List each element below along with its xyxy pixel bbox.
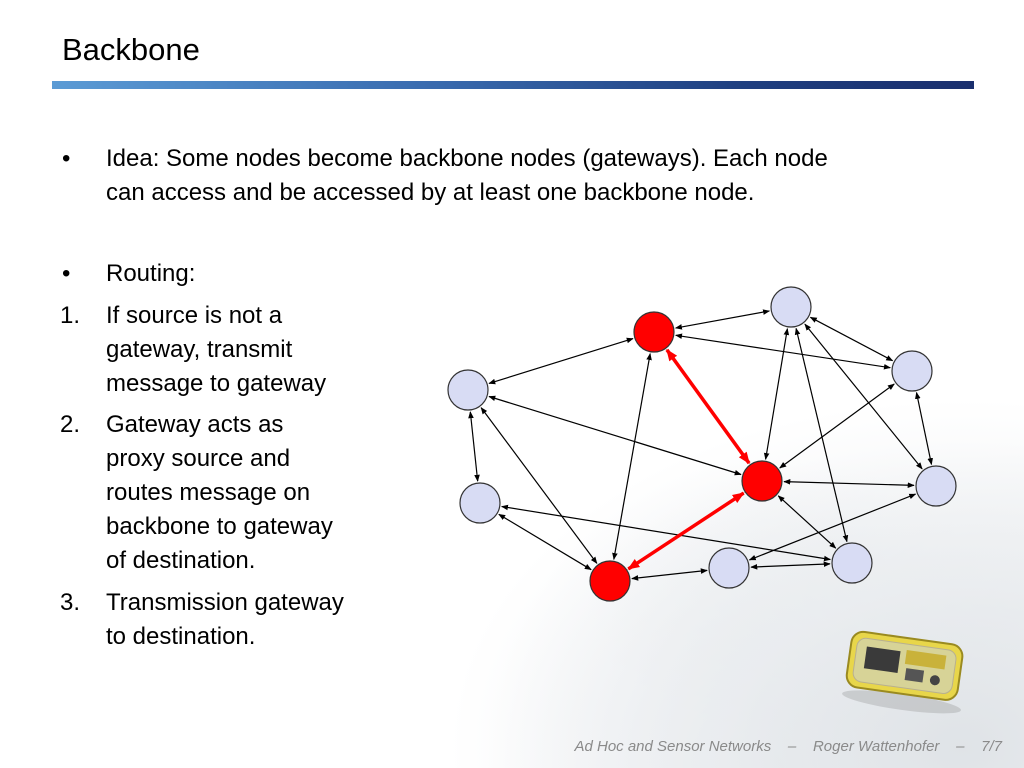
edge-G2-E — [777, 495, 837, 549]
node-A — [447, 369, 489, 411]
edge-G1-G3 — [612, 352, 652, 561]
node-B — [770, 286, 812, 328]
edge-B-C — [809, 316, 894, 362]
footer-course: Ad Hoc and Sensor Networks — [574, 738, 772, 755]
node-group — [447, 286, 957, 602]
backbone-edge-G1-G2 — [665, 348, 751, 465]
edge-G2-D — [783, 479, 915, 488]
edge-C-G2 — [779, 383, 895, 469]
edge-H-G3 — [498, 513, 592, 571]
gateway-node-G2 — [741, 460, 783, 502]
gateway-node-G3 — [589, 560, 631, 602]
node-C — [891, 350, 933, 392]
slide-footer: Ad Hoc and Sensor Networks – Roger Watte… — [574, 738, 1002, 755]
edge-group — [468, 309, 933, 581]
footer-separator-2: – — [956, 738, 965, 755]
slide-title: Backbone — [62, 32, 200, 67]
edge-F-D — [748, 493, 917, 561]
edge-F-E — [750, 561, 831, 570]
footer-page-number: 7/7 — [981, 738, 1002, 755]
node-F — [708, 547, 750, 589]
gateway-node-G1 — [633, 311, 675, 353]
node-H — [459, 482, 501, 524]
node-D — [915, 465, 957, 507]
edge-A-H — [468, 411, 480, 482]
title-underline-bar — [52, 81, 974, 89]
edge-G3-F — [631, 568, 708, 581]
backbone-edge-G2-G3 — [627, 491, 745, 571]
edge-A-G2 — [488, 395, 742, 476]
node-E — [831, 542, 873, 584]
edge-A-G3 — [480, 407, 598, 564]
edge-H-E — [501, 504, 831, 562]
footer-separator-1: – — [787, 738, 797, 755]
footer-author: Roger Wattenhofer — [812, 738, 940, 755]
edge-B-G2 — [763, 328, 790, 460]
edge-C-D — [915, 391, 933, 466]
edge-A-G1 — [488, 337, 634, 385]
sensor-node-device-image — [842, 630, 964, 714]
edge-G1-B — [674, 309, 771, 330]
